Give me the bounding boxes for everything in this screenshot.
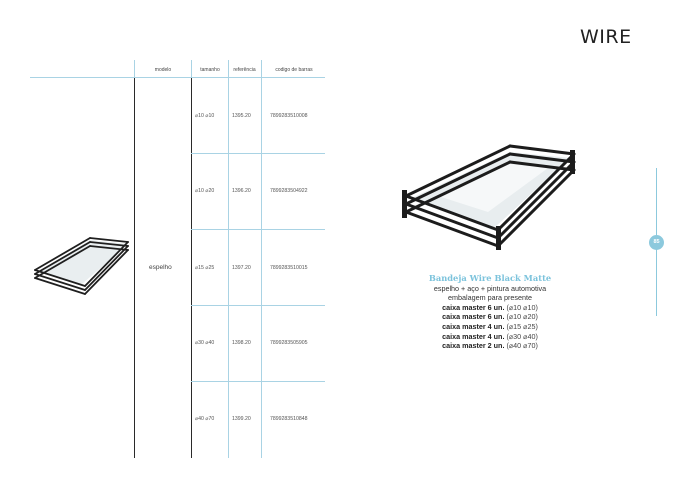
packaging-label: caixa master 4 un. bbox=[442, 321, 505, 331]
product-main-image bbox=[402, 144, 576, 250]
header-referencia: referência bbox=[233, 67, 256, 73]
row-5-tamanho: ⌀40 ⌀70 bbox=[195, 416, 215, 422]
packaging-label: caixa master 4 un. bbox=[442, 331, 505, 341]
row-4-tamanho: ⌀30 ⌀40 bbox=[195, 340, 215, 346]
packaging-line: caixa master 2 un. (⌀40 ⌀70) bbox=[395, 341, 585, 351]
header-tamanho: tamanho bbox=[200, 67, 220, 73]
packaging-dims: (⌀10 ⌀10) bbox=[506, 302, 538, 312]
packaging-dims: (⌀10 ⌀20) bbox=[506, 312, 538, 322]
product-packaging-note: embalagem para presente bbox=[448, 293, 532, 303]
packaging-line: caixa master 4 un. (⌀15 ⌀25) bbox=[395, 322, 585, 332]
col-rule bbox=[134, 78, 135, 458]
row-1-codigo: 7899283510008 bbox=[270, 113, 308, 119]
col-rule bbox=[191, 60, 192, 78]
row-2-referencia: 1396.20 bbox=[232, 188, 251, 194]
row-2-tamanho: ⌀10 ⌀20 bbox=[195, 188, 215, 194]
page-title: WIRE bbox=[580, 26, 632, 48]
row-5-referencia: 1399.20 bbox=[232, 416, 251, 422]
header-modelo: modelo bbox=[154, 67, 172, 73]
row-rule bbox=[191, 153, 325, 154]
packaging-line: caixa master 4 un. (⌀30 ⌀40) bbox=[395, 332, 585, 342]
product-description: espelho + aço + pintura automotiva bbox=[433, 283, 547, 293]
col-rule bbox=[261, 60, 262, 458]
product-name: Bandeja Wire Black Matte bbox=[428, 273, 552, 283]
row-5-codigo: 7899283510848 bbox=[270, 416, 308, 422]
row-3-tamanho: ⌀15 ⌀25 bbox=[195, 265, 215, 271]
col-rule bbox=[228, 60, 229, 458]
row-4-codigo: 7899283505905 bbox=[270, 340, 308, 346]
header-codigo: codigo de barras bbox=[275, 67, 313, 73]
row-rule bbox=[191, 305, 325, 306]
packaging-label: caixa master 6 un. bbox=[442, 312, 505, 322]
row-1-referencia: 1395.20 bbox=[232, 113, 251, 119]
packaging-dims: (⌀30 ⌀40) bbox=[506, 331, 538, 341]
row-rule bbox=[191, 381, 325, 382]
col-rule bbox=[191, 78, 192, 458]
model-label: espelho bbox=[149, 264, 172, 271]
product-info: Bandeja Wire Black Matte espelho + aço +… bbox=[395, 273, 585, 351]
packaging-dims: (⌀40 ⌀70) bbox=[506, 341, 538, 351]
packaging-label: caixa master 2 un. bbox=[442, 341, 505, 351]
row-3-referencia: 1397.20 bbox=[232, 265, 251, 271]
product-thumbnail-image bbox=[34, 237, 129, 295]
row-2-codigo: 7899283504922 bbox=[270, 188, 308, 194]
col-rule bbox=[134, 60, 135, 78]
row-3-codigo: 7899283510015 bbox=[270, 265, 308, 271]
packaging-line: caixa master 6 un. (⌀10 ⌀10) bbox=[395, 303, 585, 313]
row-rule bbox=[191, 229, 325, 230]
page-number-badge: 85 bbox=[649, 235, 664, 250]
row-4-referencia: 1398.20 bbox=[232, 340, 251, 346]
packaging-line: caixa master 6 un. (⌀10 ⌀20) bbox=[395, 312, 585, 322]
header-rule bbox=[30, 77, 325, 78]
packaging-dims: (⌀15 ⌀25) bbox=[506, 321, 538, 331]
packaging-label: caixa master 6 un. bbox=[442, 302, 505, 312]
row-1-tamanho: ⌀10 ⌀10 bbox=[195, 113, 215, 119]
